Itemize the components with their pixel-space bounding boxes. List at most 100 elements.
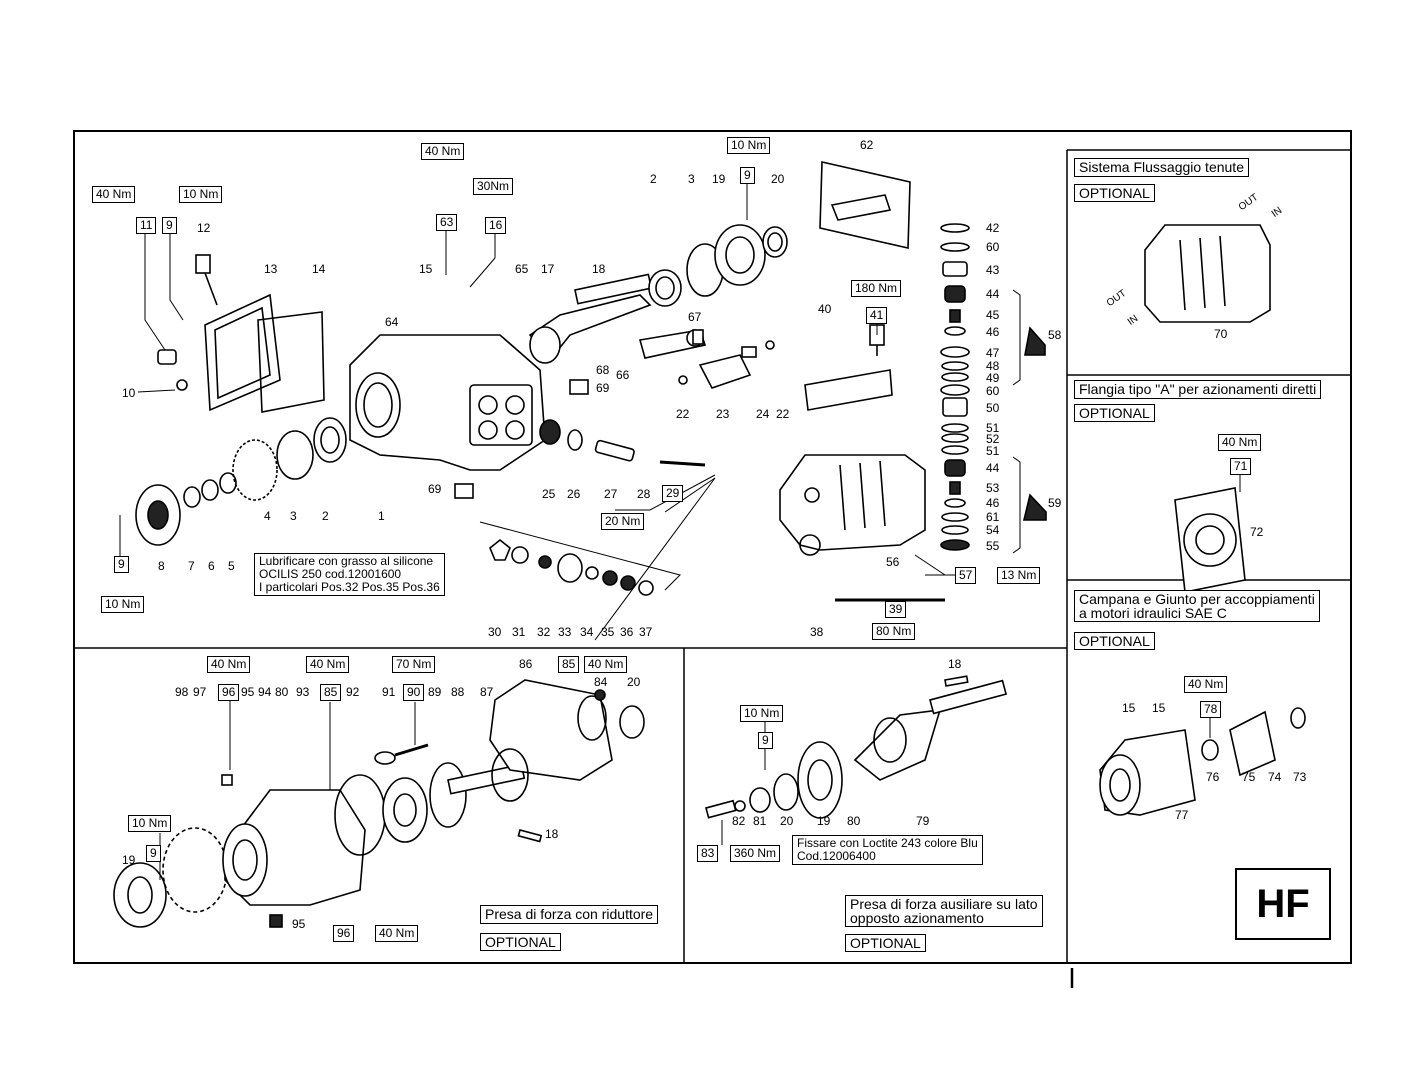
flange-a (1174, 487, 1246, 593)
part-number-label: 55 (986, 539, 1000, 553)
torque-value-box: 10 Nm (101, 596, 145, 613)
part-number-label: 66 (616, 368, 630, 382)
torque-position-box: 96 (333, 925, 355, 942)
part-number-label: 51 (986, 421, 1000, 435)
part-number-label: 49 (986, 371, 1000, 385)
part-number-label: 51 (986, 444, 1000, 458)
lubrication-note-line-1: Lubrificare con grasso al silicone (259, 554, 434, 568)
torque-value-box: 10 Nm (740, 705, 784, 722)
torque-value-box: 20 Nm (601, 513, 645, 530)
part-number-label: 44 (986, 461, 1000, 475)
part-number-label: 84 (594, 675, 608, 689)
torque-position-box: 9 (146, 845, 161, 862)
part-number-label: 76 (1206, 770, 1220, 784)
part-number-label: 19 (122, 853, 136, 867)
part-number-label: 64 (385, 315, 399, 329)
part-number-label: 17 (541, 262, 555, 276)
part-number-label: 68 (596, 363, 610, 377)
part-number-label: 45 (986, 308, 1000, 322)
part-number-label: 26 (567, 487, 581, 501)
part-number-label: 33 (558, 625, 572, 639)
torque-position-box: 90 (403, 684, 425, 701)
part-number-label: 15 (1122, 701, 1136, 715)
part-number-label: 59 (1048, 496, 1062, 510)
lubrication-note: Lubrificare con grasso al silicone OCILI… (254, 553, 445, 596)
part-number-label: 28 (637, 487, 651, 501)
pto-aux-title-line-1: Presa di forza ausiliare su lato (850, 896, 1038, 912)
flange-a-title: Flangia tipo "A" per azionamenti diretti (1074, 380, 1322, 399)
bell-coupling-optional: OPTIONAL (1074, 632, 1155, 650)
part-number-label: 46 (986, 325, 1000, 339)
part-number-label: 2 (322, 509, 329, 523)
part-number-label: 62 (860, 138, 874, 152)
part-number-label: 48 (986, 359, 1000, 373)
part-number-label: 22 (776, 407, 790, 421)
part-number-label: 70 (1214, 327, 1228, 341)
torque-position-box: 41 (866, 307, 888, 324)
part-number-label: 44 (986, 287, 1000, 301)
part-number-label: 86 (519, 657, 533, 671)
part-number-label: 69 (428, 482, 442, 496)
part-number-label: 43 (986, 263, 1000, 277)
bell-coupling-title: Campana e Giunto per accoppiamenti a mot… (1074, 590, 1320, 622)
torque-value-box: 360 Nm (730, 845, 781, 862)
lubrication-note-line-2: OCILIS 250 cod.12001600 (259, 567, 402, 581)
part-number-label: 50 (986, 401, 1000, 415)
part-number-label: 38 (810, 625, 824, 639)
pto-aux-title: Presa di forza ausiliare su lato opposto… (845, 895, 1043, 927)
part-number-label: 79 (916, 814, 930, 828)
part-number-label: 10 (122, 386, 136, 400)
part-number-label: 31 (512, 625, 526, 639)
part-number-label: 80 (275, 685, 289, 699)
page-code-badge: HF (1235, 868, 1331, 940)
torque-value-box: 40 Nm (1218, 434, 1262, 451)
part-number-label: 88 (451, 685, 465, 699)
torque-value-box: 40 Nm (92, 186, 136, 203)
part-number-label: 47 (986, 346, 1000, 360)
part-number-label: 18 (948, 657, 962, 671)
part-number-label: 23 (716, 407, 730, 421)
torque-value-box: 40 Nm (375, 925, 419, 942)
bell-coupling-title-line-2: a motori idraulici SAE C (1079, 605, 1227, 621)
torque-position-box: 16 (485, 217, 507, 234)
part-number-label: 54 (986, 523, 1000, 537)
reducer-cover (489, 679, 613, 781)
part-number-label: 97 (193, 685, 207, 699)
part-number-label: 60 (986, 384, 1000, 398)
torque-value-box: 40 Nm (207, 656, 251, 673)
loctite-note-line-2: Cod.12006400 (797, 849, 876, 863)
part-number-label: 3 (290, 509, 297, 523)
part-number-label: 12 (197, 221, 211, 235)
part-number-label: 27 (604, 487, 618, 501)
part-number-label: 92 (346, 685, 360, 699)
part-number-label: 1 (378, 509, 385, 523)
torque-value-box: 10 Nm (179, 186, 223, 203)
torque-value-box: 70 Nm (392, 656, 436, 673)
part-number-label: 8 (158, 559, 165, 573)
part-number-label: 72 (1250, 525, 1264, 539)
torque-position-box: 11 (136, 217, 157, 234)
torque-position-box: 85 (558, 656, 580, 673)
part-number-label: 93 (296, 685, 310, 699)
torque-position-box: 96 (218, 684, 240, 701)
part-number-label: 6 (208, 559, 215, 573)
torque-position-box: 9 (740, 167, 755, 184)
torque-value-box: 40 Nm (421, 143, 465, 160)
part-number-label: 15 (1152, 701, 1166, 715)
part-number-label: 24 (756, 407, 770, 421)
part-number-label: 14 (312, 262, 326, 276)
torque-value-box: 10 Nm (128, 815, 172, 832)
torque-value-box: 40 Nm (1184, 676, 1228, 693)
flange-a-optional: OPTIONAL (1074, 404, 1155, 422)
part-number-label: 19 (712, 172, 726, 186)
pto-reducer-title: Presa di forza con riduttore (480, 905, 659, 924)
part-number-label: 73 (1293, 770, 1307, 784)
part-number-label: 77 (1175, 808, 1189, 822)
part-number-label: 25 (542, 487, 556, 501)
pto-aux-optional: OPTIONAL (845, 934, 926, 952)
loctite-note-line-1: Fissare con Loctite 243 colore Blu (797, 836, 978, 850)
part-number-label: 94 (258, 685, 272, 699)
part-number-label: 32 (537, 625, 551, 639)
part-number-label: 4 (264, 509, 271, 523)
